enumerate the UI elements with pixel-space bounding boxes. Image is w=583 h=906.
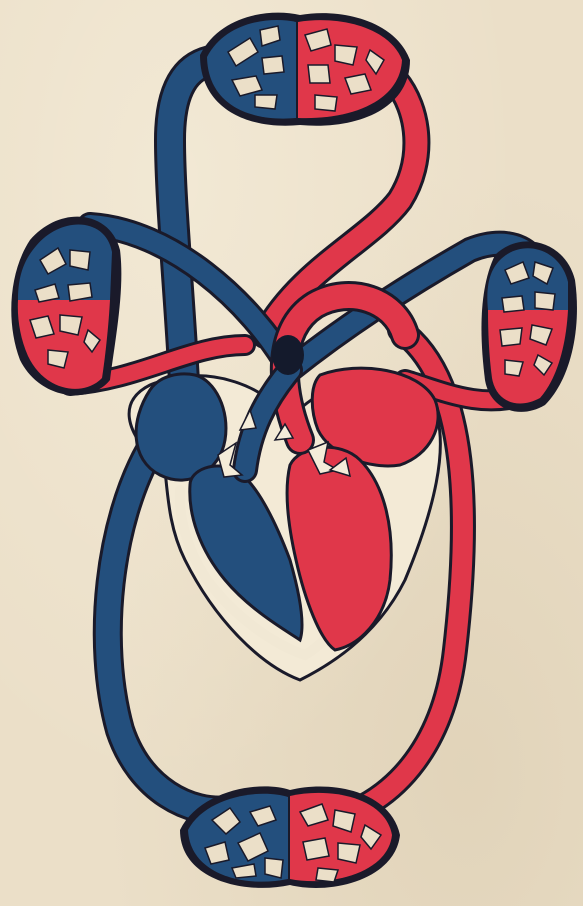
- right-atrium: [136, 374, 226, 480]
- right-lung-capillary-bed: [481, 241, 577, 412]
- upper-capillary-bed: [200, 13, 410, 126]
- pulmonary-bifurcation: [272, 335, 304, 375]
- lower-capillary-bed: [180, 786, 400, 888]
- left-lung-capillary-bed: [11, 217, 121, 396]
